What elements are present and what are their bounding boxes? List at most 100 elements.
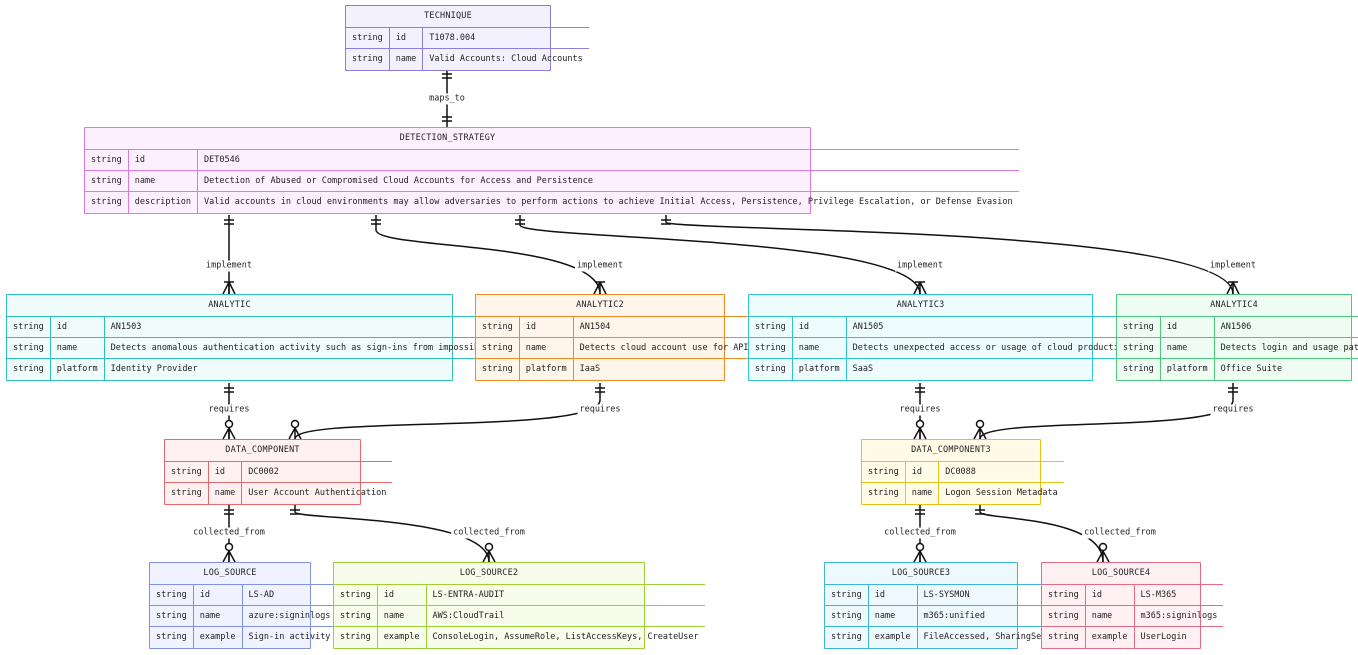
relationship-label-collected-from-4: collected_from	[1082, 527, 1158, 539]
attribute-field: name	[791, 337, 847, 359]
attribute-field: platform	[791, 358, 847, 380]
attribute-value: IaaS	[572, 358, 786, 380]
entity-title: DATA_COMPONENT	[225, 445, 300, 455]
entity-title: ANALYTIC	[208, 300, 251, 310]
many-marker	[913, 550, 927, 563]
attribute-field: id	[127, 149, 198, 171]
attribute-field: id	[1084, 584, 1135, 606]
attribute-type: string	[1117, 316, 1161, 338]
many-marker	[913, 427, 927, 440]
attribute-value: Detects cloud account use for API calls	[572, 337, 786, 359]
zero-marker	[975, 419, 985, 429]
attribute-field: example	[376, 626, 427, 648]
zero-marker	[224, 419, 234, 429]
attribute-type: string	[150, 584, 194, 606]
attribute-field: id	[207, 461, 242, 483]
relationship-label-collected-from-1: collected_from	[191, 527, 267, 539]
attribute-type: string	[1042, 626, 1086, 648]
entity-title: LOG_SOURCE	[203, 568, 257, 578]
attribute-value: AN1504	[572, 316, 786, 338]
entity-title: DETECTION_STRATEGY	[399, 133, 496, 143]
attribute-value: m365:unified	[916, 605, 1053, 627]
one-marker	[224, 387, 234, 393]
attribute-value: SaaS	[845, 358, 1176, 380]
attribute-type: string	[7, 337, 51, 359]
one-marker	[975, 509, 985, 515]
attribute-type: string	[825, 626, 869, 648]
entity-title: TECHNIQUE	[424, 11, 472, 21]
attribute-value: AN1503	[103, 316, 562, 338]
attribute-value: Identity Provider	[103, 358, 562, 380]
one-marker	[224, 219, 234, 225]
many-marker	[288, 427, 302, 440]
entity-title: LOG_SOURCE2	[459, 568, 519, 578]
attribute-field: id	[791, 316, 847, 338]
attribute-field: name	[127, 170, 198, 192]
connector-curve	[665, 215, 1234, 295]
attribute-field: description	[127, 191, 198, 213]
zero-marker	[484, 542, 494, 552]
relationship-label-maps-to: maps_to	[427, 93, 467, 105]
attribute-field: id	[388, 27, 423, 49]
attribute-field: name	[518, 337, 574, 359]
one-or-more-marker	[1226, 281, 1240, 295]
attribute-type: string	[1117, 358, 1161, 380]
attribute-type: string	[1042, 584, 1086, 606]
relationship-label-implement-2: implement	[574, 260, 626, 272]
zero-marker	[1098, 542, 1108, 552]
zero-marker	[224, 542, 234, 552]
attribute-type: string	[85, 149, 129, 171]
attribute-type: string	[862, 482, 906, 504]
one-marker	[661, 219, 671, 225]
zero-marker	[290, 419, 300, 429]
attribute-type: string	[749, 358, 793, 380]
attribute-value: DC0088	[938, 461, 1064, 483]
attribute-value: AN1505	[845, 316, 1176, 338]
attribute-type: string	[165, 482, 209, 504]
attribute-type: string	[1042, 605, 1086, 627]
attribute-field: id	[192, 584, 243, 606]
connector-curve	[294, 383, 601, 440]
one-or-more-marker	[593, 281, 607, 295]
many-marker	[222, 550, 236, 563]
attribute-value: azure:signinlogs	[241, 605, 337, 627]
attribute-field: platform	[49, 358, 105, 380]
attribute-value: Detects login and usage patterns...	[1213, 337, 1358, 359]
attribute-value: Detects anomalous authentication activit…	[103, 337, 562, 359]
attribute-type: string	[150, 605, 194, 627]
attribute-value: AWS:CloudTrail	[425, 605, 705, 627]
relationship-label-implement-4: implement	[1207, 260, 1259, 272]
attribute-type: string	[476, 337, 520, 359]
attribute-type: string	[334, 605, 378, 627]
many-marker	[482, 550, 496, 563]
attribute-field: id	[518, 316, 574, 338]
attribute-field: name	[388, 48, 423, 70]
attribute-field: id	[867, 584, 918, 606]
